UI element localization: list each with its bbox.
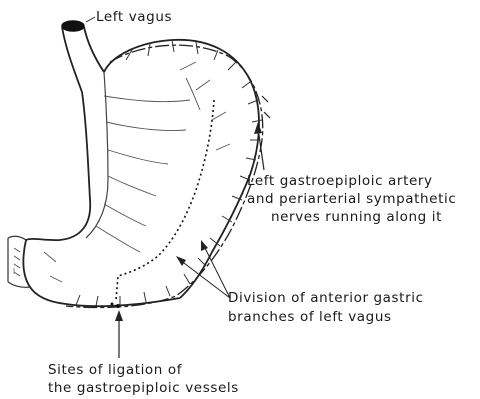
label-division-line-2: branches of left vagus bbox=[228, 309, 392, 326]
label-left-vagus: Left vagus bbox=[96, 9, 172, 26]
label-gastroepiploic-line-3: nerves running along it bbox=[271, 209, 442, 226]
leader-left-vagus bbox=[86, 17, 95, 22]
stomach-outline-lesser-curvature bbox=[23, 92, 180, 306]
label-ligation-line-2: the gastroepiploic vessels bbox=[48, 380, 239, 397]
esophagus-opening bbox=[62, 21, 84, 31]
arrowhead-ligation bbox=[115, 310, 123, 321]
duodenum-hatching bbox=[14, 248, 20, 276]
gastroepiploic-artery bbox=[66, 45, 263, 307]
esophagus-outline bbox=[62, 27, 104, 92]
gastroepiploic-branches bbox=[76, 40, 262, 306]
label-ligation-line-1: Sites of ligation of bbox=[48, 362, 182, 379]
nerve-markers bbox=[262, 96, 270, 118]
label-gastroepiploic-line-2: and periarterial sympathetic bbox=[247, 191, 456, 208]
label-division-line-1: Division of anterior gastric bbox=[228, 290, 424, 307]
arrowhead-division-1 bbox=[176, 256, 186, 266]
label-gastroepiploic-line-1: Left gastroepiploic artery bbox=[247, 173, 433, 190]
arrowhead-division-2 bbox=[201, 240, 208, 251]
arrowhead-gastroepiploic bbox=[254, 122, 262, 134]
